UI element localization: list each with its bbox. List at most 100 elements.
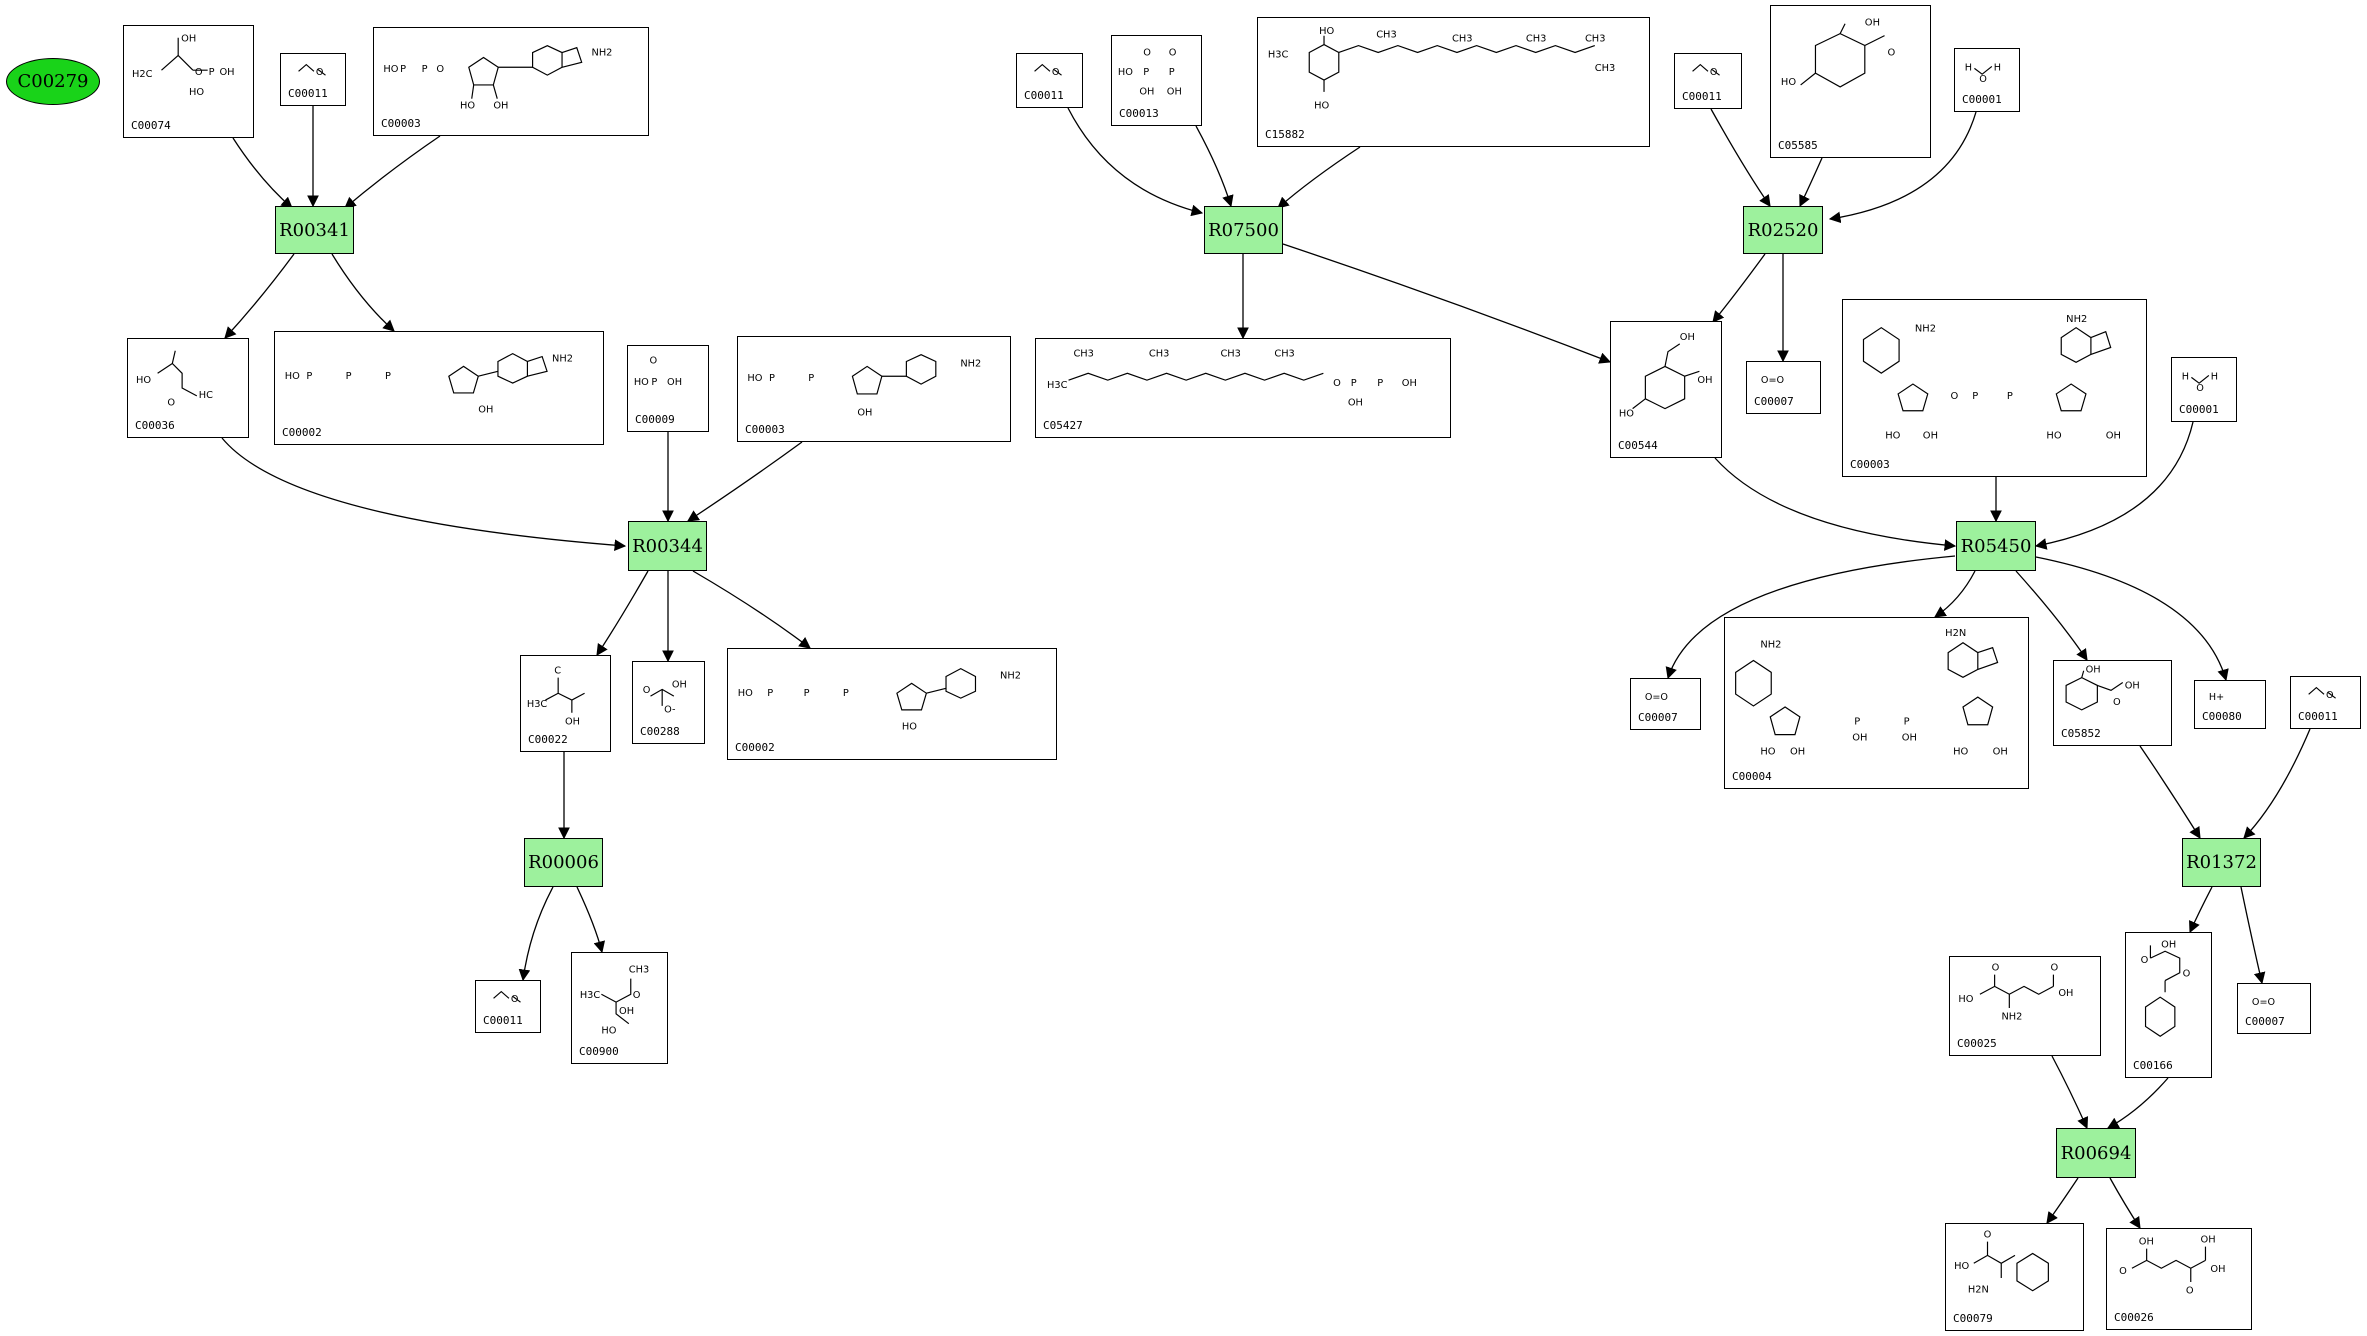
svg-text:P: P [1854, 717, 1860, 728]
svg-text:H: H [1994, 62, 2001, 73]
compound-c15882[interactable]: HO H3C CH3 CH3 CH3 CH3 CH3 HO C15882 [1257, 17, 1650, 147]
compound-c05427[interactable]: CH3 CH3 CH3 CH3 H3C O P P OH OH C05427 [1035, 338, 1451, 438]
compound-c00080[interactable]: H+ C00080 [2194, 680, 2266, 729]
compound-c00011[interactable]: O C00011 [2290, 676, 2361, 729]
svg-text:O: O [2050, 963, 2058, 974]
svg-text:CH3: CH3 [1274, 349, 1294, 360]
svg-text:OH: OH [2139, 1237, 2154, 1248]
svg-text:H2N: H2N [1945, 628, 1966, 639]
start-node-c00279[interactable]: C00279 [6, 58, 100, 105]
structure-phenylalanine-icon: O HO H2N [1954, 1230, 2049, 1296]
compound-c05585[interactable]: OH O HO C05585 [1770, 5, 1931, 158]
reaction-r00694[interactable]: R00694 [2056, 1128, 2136, 1178]
compound-c00022[interactable]: C H3C OH C00022 [520, 655, 611, 752]
compound-c00002[interactable]: HO P P P NH2 OH C00002 [274, 331, 604, 445]
compound-c00079[interactable]: O HO H2N C00079 [1945, 1223, 2084, 1331]
compound-c00003[interactable]: HO P P O NH2 HO OH C00003 [373, 27, 649, 136]
compound-c00007[interactable]: O=O C00007 [1746, 361, 1821, 414]
svg-text:HO: HO [1619, 409, 1634, 420]
compound-c00007[interactable]: O=O C00007 [2237, 983, 2311, 1034]
svg-text:CH3: CH3 [629, 965, 649, 976]
edge-r01372-c00166 [2189, 886, 2213, 934]
svg-text:OH: OH [1865, 18, 1880, 29]
svg-text:HO: HO [285, 371, 300, 382]
compound-c00900[interactable]: CH3 H3C O OH HO C00900 [571, 952, 668, 1064]
edge-r00006-c00011b [518, 886, 554, 982]
compound-c00007[interactable]: O=O C00007 [1630, 678, 1701, 730]
compound-c00013[interactable]: O O HO P P OH OH C00013 [1111, 35, 1202, 126]
structure-diphosphate-icon: O O HO P P OH OH [1118, 48, 1182, 98]
structure-c00074-icon: OH H2C O P OH HO [132, 34, 235, 98]
structure-co2-icon: O [493, 990, 521, 1005]
compound-c00004[interactable]: NH2 H2N P P OH OH HO OH HO OH C00004 [1724, 617, 2029, 789]
compound-c00003[interactable]: NH2 NH2 O P P HO OH HO OH C00003 [1842, 299, 2147, 477]
edge-c00011e-r01372 [2243, 728, 2311, 839]
structure-c15882-icon: HO H3C CH3 CH3 CH3 CH3 CH3 HO [1268, 26, 1615, 112]
svg-text:O: O [633, 990, 641, 1001]
compound-c00025[interactable]: O O HO OH NH2 C00025 [1949, 956, 2101, 1056]
svg-text:HO: HO [460, 100, 475, 111]
svg-text:OH: OH [2086, 665, 2101, 676]
reaction-r00006[interactable]: R00006 [524, 838, 603, 887]
reaction-r00344[interactable]: R00344 [628, 521, 707, 571]
compound-c00026[interactable]: OH OH O OH O C00026 [2106, 1228, 2252, 1330]
compound-c00002[interactable]: HO P P P NH2 HO C00002 [727, 648, 1057, 760]
compound-c00288[interactable]: OH O O- C00288 [632, 661, 705, 744]
svg-text:OH: OH [1348, 398, 1363, 409]
svg-text:OH: OH [1680, 332, 1695, 343]
compound-c00036[interactable]: HO HC O C00036 [127, 338, 249, 438]
structure-oxoglutarate-icon: OH OH O OH O [2119, 1235, 2225, 1297]
compound-c00074[interactable]: OH H2C O P OH HO C00074 [123, 25, 254, 138]
edge-r00006-c00900 [576, 886, 606, 954]
structure-nad-icon: NH2 NH2 O P P HO OH HO OH [1862, 314, 2121, 441]
svg-text:CH3: CH3 [1073, 349, 1093, 360]
svg-text:O=O: O=O [1645, 692, 1669, 703]
reaction-r01372[interactable]: R01372 [2182, 838, 2261, 887]
svg-text:H3C: H3C [580, 990, 601, 1001]
reaction-r05450[interactable]: R05450 [1956, 521, 2036, 571]
svg-text:H3C: H3C [1268, 49, 1289, 60]
svg-text:P: P [1143, 67, 1149, 78]
structure-atp-icon: HO P P P NH2 HO [738, 667, 1021, 733]
svg-text:P: P [1351, 378, 1357, 389]
svg-text:P: P [385, 371, 391, 382]
compound-c00009[interactable]: O HO P OH C00009 [627, 345, 709, 432]
edge-c00011c-r07500 [1067, 107, 1204, 217]
svg-text:HO: HO [738, 688, 753, 699]
reaction-r02520[interactable]: R02520 [1743, 206, 1823, 254]
reaction-r07500[interactable]: R07500 [1204, 206, 1283, 254]
structure-glutamate-icon: O O HO OH NH2 [1958, 963, 2073, 1023]
edge-c00001a-r02520 [1828, 111, 1977, 224]
compound-c00001[interactable]: H O H C00001 [1954, 48, 2020, 112]
compound-c00011[interactable]: O C00011 [1674, 53, 1742, 109]
svg-text:C: C [554, 666, 561, 677]
compound-c00011[interactable]: O C00011 [1016, 53, 1083, 108]
compound-c00166[interactable]: OH O O C00166 [2125, 932, 2212, 1078]
svg-text:H+: H+ [2209, 692, 2224, 703]
svg-text:P: P [767, 688, 773, 699]
reaction-r00341[interactable]: R00341 [275, 206, 354, 254]
svg-text:O: O [1984, 1230, 1992, 1241]
svg-text:OH: OH [672, 679, 687, 690]
svg-text:OH: OH [1790, 746, 1805, 757]
compound-c00001[interactable]: H O H C00001 [2171, 357, 2237, 422]
svg-text:O: O [195, 67, 203, 78]
compound-c05852[interactable]: OH OH O C05852 [2053, 660, 2172, 746]
svg-text:H: H [2211, 371, 2218, 382]
compound-c00011[interactable]: O C00011 [280, 53, 346, 106]
structure-c00900-icon: CH3 H3C O OH HO [580, 965, 649, 1037]
svg-text:O: O [167, 398, 175, 409]
svg-text:OH: OH [2058, 988, 2073, 999]
structure-co2-icon: O [298, 63, 326, 78]
structure-atp-icon: HO P P P NH2 OH [285, 352, 573, 416]
compound-c00544[interactable]: OH OH HO C00544 [1610, 321, 1722, 458]
svg-text:OH: OH [1167, 87, 1182, 98]
svg-text:O: O [316, 67, 324, 78]
compound-c00003[interactable]: HO P P NH2 OH C00003 [737, 336, 1011, 442]
svg-text:P: P [769, 373, 775, 384]
svg-text:NH2: NH2 [591, 47, 612, 58]
edge-r05450-c00004 [1934, 570, 1976, 618]
compound-c00011[interactable]: O C00011 [475, 980, 541, 1033]
svg-text:OH: OH [1902, 733, 1917, 744]
